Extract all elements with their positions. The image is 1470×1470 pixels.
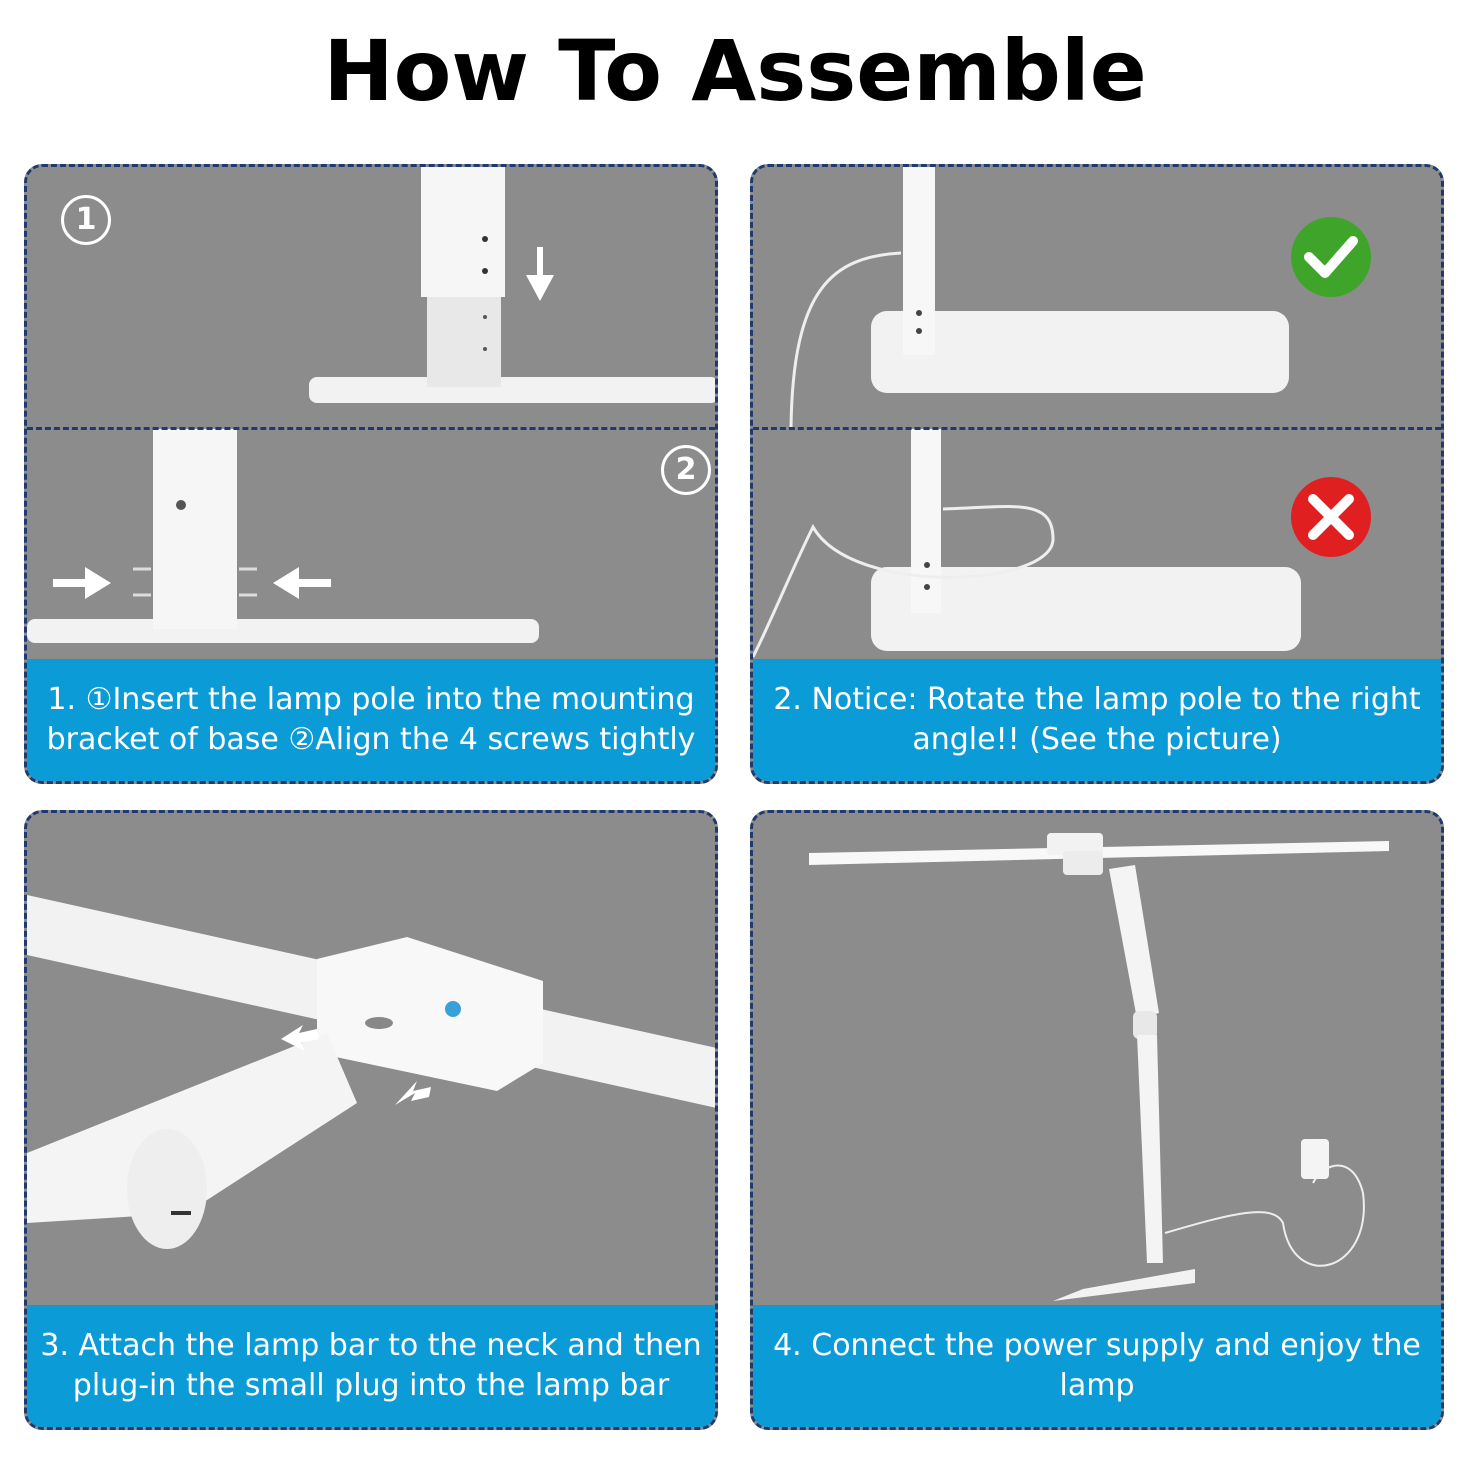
step-badge-1: 1 — [61, 195, 111, 245]
left-arrow-icon — [273, 567, 331, 599]
arrow-left-icon — [281, 1025, 319, 1051]
caption-line: bracket of base ②Align the 4 screws tigh… — [46, 722, 696, 757]
caption-line: angle!! (See the picture) — [912, 722, 1282, 757]
step-4-illustration — [809, 833, 1389, 1301]
cross-icon — [1291, 477, 1371, 557]
base-plate-bottom — [27, 619, 539, 643]
arrow-right-icon — [395, 1081, 431, 1105]
lamp-base — [1053, 1269, 1195, 1301]
connector-housing — [317, 937, 543, 1091]
caption-line: 3. Attach the lamp bar to the neck and t… — [40, 1328, 702, 1363]
pole-upper — [421, 167, 505, 297]
pole-correct — [903, 167, 935, 355]
caption-line: 4. Connect the power supply and enjoy th… — [773, 1328, 1421, 1363]
cable-correct — [789, 251, 902, 428]
step-2-panel: 2. Notice: Rotate the lamp pole to the r… — [750, 164, 1444, 784]
step-2-illustration — [753, 167, 1371, 658]
lamp-arm-upper — [1109, 865, 1159, 1019]
control-panel — [1047, 833, 1103, 855]
step-4-caption: 4. Connect the power supply and enjoy th… — [753, 1305, 1441, 1427]
step-3-panel: 3. Attach the lamp bar to the neck and t… — [24, 810, 718, 1430]
pole-lower — [427, 297, 501, 387]
caption-line: 1. ①Insert the lamp pole into the mounti… — [47, 682, 695, 717]
caption-line: plug-in the small plug into the lamp bar — [72, 1368, 670, 1403]
step-1-panel: 1 2 1. ①Insert the lamp pole into the mo… — [24, 164, 718, 784]
step-3-caption: 3. Attach the lamp bar to the neck and t… — [27, 1305, 715, 1427]
neck-joint — [127, 1129, 207, 1249]
base-plate-top — [309, 377, 715, 403]
check-icon — [1291, 217, 1371, 297]
page-title: How To Assemble — [323, 22, 1147, 120]
base-correct — [871, 311, 1289, 393]
cable-wrong — [753, 505, 1055, 658]
step-4-panel: 4. Connect the power supply and enjoy th… — [750, 810, 1444, 1430]
lamp-arm-joint — [1133, 1011, 1157, 1039]
step-2-caption: 2. Notice: Rotate the lamp pole to the r… — [753, 659, 1441, 781]
step-1-caption: 1. ①Insert the lamp pole into the mounti… — [27, 659, 715, 781]
lamp-neck — [27, 1033, 357, 1223]
power-cable — [1164, 1164, 1365, 1267]
step-3-illustration — [27, 895, 715, 1249]
step-1-divider — [27, 427, 715, 430]
caption-line: 2. Notice: Rotate the lamp pole to the r… — [773, 682, 1421, 717]
pole-side — [153, 429, 237, 629]
step-1-illustration — [27, 167, 715, 643]
lamp-arm-lower — [1137, 1035, 1163, 1263]
step-badge-2: 2 — [661, 445, 711, 495]
plug-port — [445, 1001, 461, 1017]
right-arrow-icon — [53, 567, 111, 599]
down-arrow-icon — [526, 247, 554, 301]
step-2-divider — [753, 427, 1441, 430]
base-wrong — [871, 567, 1301, 651]
power-adapter-icon — [1301, 1139, 1329, 1179]
caption-line: lamp — [1059, 1368, 1135, 1403]
pole-wrong — [911, 429, 941, 613]
